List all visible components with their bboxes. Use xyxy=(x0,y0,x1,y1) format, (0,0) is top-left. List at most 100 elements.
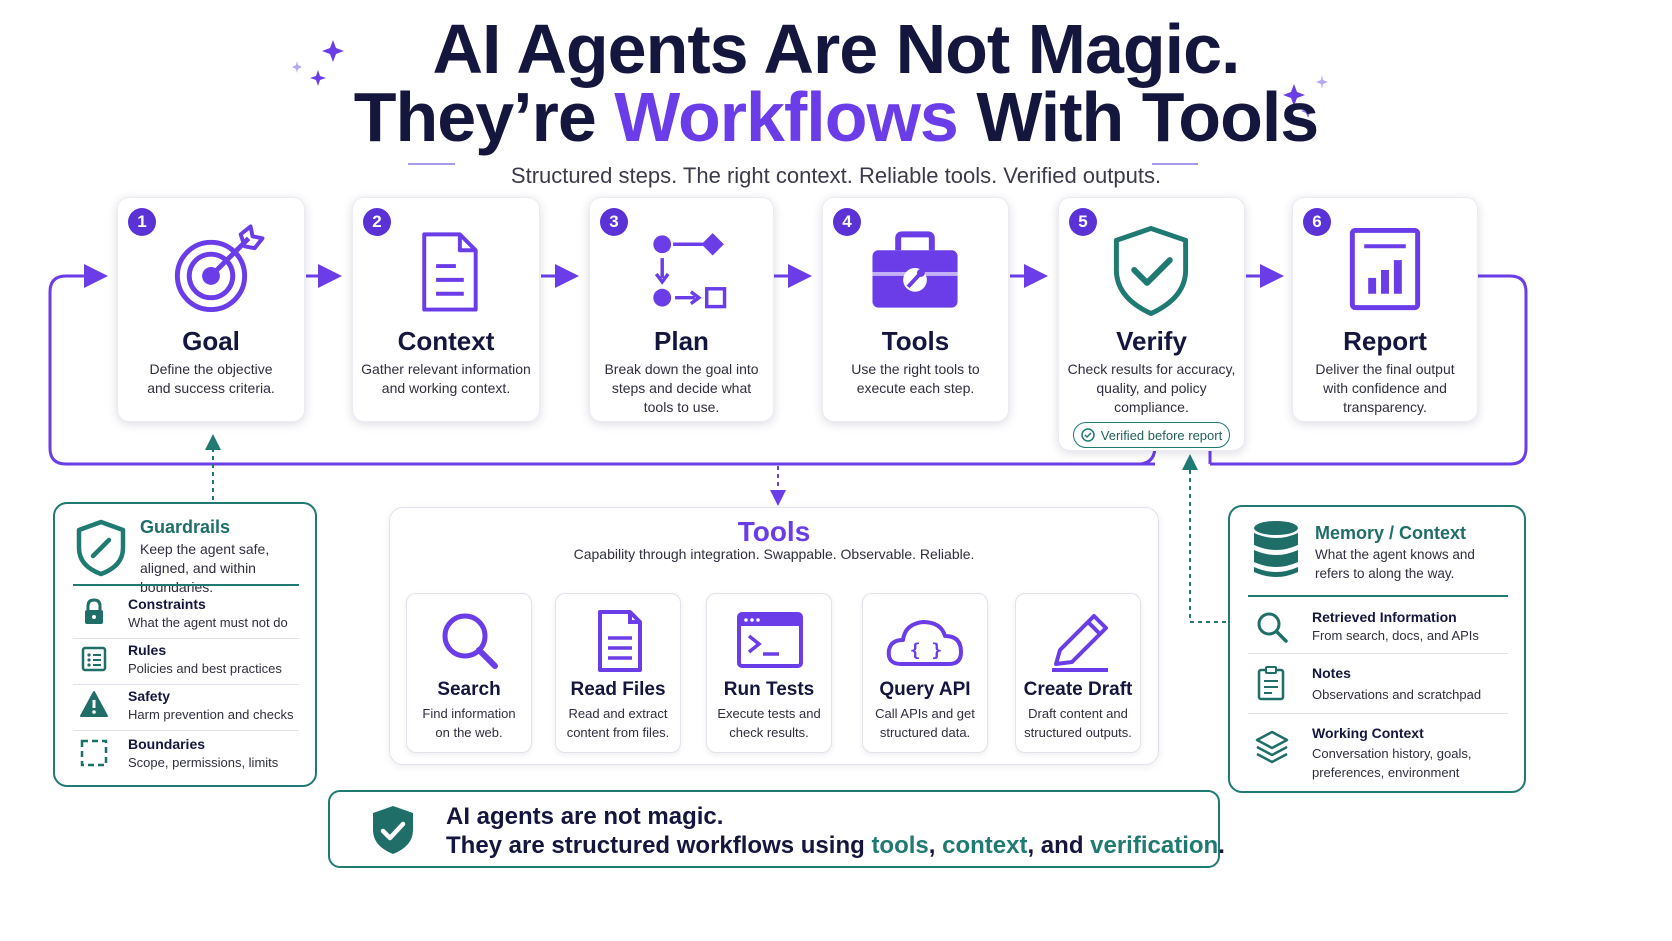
step-title: Plan xyxy=(654,326,709,356)
title-prefix: They’re xyxy=(353,78,615,156)
memory-item-desc: Conversation history, goals, preferences… xyxy=(1312,746,1472,780)
tool-title: Query API xyxy=(879,679,971,700)
step-title: Verify xyxy=(1116,326,1187,356)
pencil-icon xyxy=(1052,614,1108,672)
guardrail-item-title: Safety xyxy=(128,688,171,704)
step-card-plan: 3 Plan Break down the goal into steps an… xyxy=(589,197,774,422)
memory-item-title: Retrieved Information xyxy=(1312,609,1457,625)
tools-panel-subtitle: Capability through integration. Swappabl… xyxy=(573,546,975,562)
search-icon xyxy=(442,613,498,669)
step-title: Context xyxy=(397,326,495,356)
check-circle-icon xyxy=(1081,428,1095,442)
tool-desc: Call APIs and get structured data. xyxy=(875,706,975,740)
guardrail-item-title: Boundaries xyxy=(128,736,206,752)
memory-item-notes: Notes Observations and scratchpad xyxy=(1230,663,1520,707)
step-title: Tools xyxy=(881,326,950,356)
terminal-icon xyxy=(737,612,803,668)
step-number: 6 xyxy=(1303,208,1331,236)
memory-item-desc: Observations and scratchpad xyxy=(1312,687,1482,702)
tools-panel-title: Tools xyxy=(737,516,811,547)
step-desc: Gather relevant information and working … xyxy=(361,361,531,396)
footer-word-tools: tools xyxy=(871,832,929,859)
target-icon xyxy=(174,224,265,313)
footer-line-2: They are structured workflows using tool… xyxy=(446,832,1225,860)
tool-title: Search xyxy=(437,679,501,700)
cloud-api-icon: { } xyxy=(886,620,963,666)
step-number: 3 xyxy=(600,208,628,236)
step-desc: Check results for accuracy, quality, and… xyxy=(1067,361,1236,415)
footer-end: . xyxy=(1218,832,1225,859)
step-card-report: 6 Report Deliver the final output with c… xyxy=(1292,197,1478,422)
shield-slash-icon xyxy=(76,519,126,577)
footer-banner: AI agents are not magic. They are struct… xyxy=(328,790,1225,868)
tool-desc: Execute tests and check results. xyxy=(717,706,821,740)
step-desc: Break down the goal into steps and decid… xyxy=(604,361,759,415)
document-icon xyxy=(422,232,478,312)
title-accent-word: Workflows xyxy=(614,78,959,156)
lock-icon xyxy=(85,598,103,624)
shield-check-icon xyxy=(1113,225,1189,317)
tool-card-run-tests[interactable]: Run Tests Execute tests and check result… xyxy=(706,593,832,753)
tool-card-create-draft[interactable]: Create Draft Draft content and structure… xyxy=(1015,593,1141,753)
footer-word-verification: verification xyxy=(1090,832,1219,859)
page-subtitle: Structured steps. The right context. Rel… xyxy=(510,163,1162,188)
tool-desc: Find information on the web. xyxy=(422,706,516,740)
guardrails-desc: Keep the agent safe, aligned, and within… xyxy=(140,541,270,595)
guardrail-item-desc: Policies and best practices xyxy=(128,661,282,676)
step-number: 4 xyxy=(833,208,861,236)
tool-title: Read Files xyxy=(570,679,666,700)
step-number: 1 xyxy=(128,208,156,236)
step-number: 5 xyxy=(1069,208,1097,236)
page-title-line-1: AI Agents Are Not Magic. xyxy=(432,10,1240,88)
file-icon xyxy=(598,610,642,672)
checklist-icon xyxy=(81,646,107,672)
footer-line-1: AI agents are not magic. xyxy=(446,803,724,830)
memory-title: Memory / Context xyxy=(1315,523,1467,543)
tool-desc: Read and extract content from files. xyxy=(566,706,670,740)
dashed-frame-icon xyxy=(80,739,108,767)
tool-card-query-api[interactable]: { } Query API Call APIs and get structur… xyxy=(862,593,988,753)
memory-item-title: Notes xyxy=(1312,665,1351,681)
tool-card-read-files[interactable]: Read Files Read and extract content from… xyxy=(555,593,681,753)
shield-check-icon xyxy=(373,806,413,854)
svg-text:{ }: { } xyxy=(910,640,943,661)
guardrail-item-desc: Scope, permissions, limits xyxy=(128,755,279,770)
magnifier-icon xyxy=(1257,612,1288,643)
memory-item-desc: From search, docs, and APIs xyxy=(1312,628,1479,643)
step-number: 2 xyxy=(363,208,391,236)
guardrails-title: Guardrails xyxy=(140,517,231,537)
warning-icon xyxy=(80,691,108,717)
footer-prefix: They are structured workflows using xyxy=(446,832,872,859)
step-title: Goal xyxy=(182,326,240,356)
tool-card-search[interactable]: Search Find information on the web. xyxy=(406,593,532,753)
verified-badge: Verified before report xyxy=(1073,422,1230,448)
step-card-tools: 4 Tools Use the right tools to execute e… xyxy=(822,197,1009,422)
verified-badge-label: Verified before report xyxy=(1100,427,1223,443)
guardrail-item-rules: Rules Policies and best practices xyxy=(55,642,315,682)
footer-sep-2: , and xyxy=(1027,832,1091,859)
notes-icon xyxy=(1257,666,1285,701)
toolbox-icon xyxy=(872,231,958,308)
guardrail-item-safety: Safety Harm prevention and checks xyxy=(55,688,315,728)
step-card-context: 2 Context Gather relevant information an… xyxy=(352,197,540,422)
guardrail-item-title: Constraints xyxy=(128,596,206,612)
memory-item-title: Working Context xyxy=(1312,725,1424,741)
memory-panel: Memory / Context What the agent knows an… xyxy=(1228,505,1526,793)
flow-plan-icon xyxy=(653,233,727,309)
step-desc: Deliver the final output with confidence… xyxy=(1315,361,1455,415)
step-desc: Use the right tools to execute each step… xyxy=(851,361,980,396)
guardrail-item-desc: What the agent must not do xyxy=(128,615,288,630)
guardrails-panel: Guardrails Keep the agent safe, aligned,… xyxy=(53,502,317,787)
step-desc: Define the objective and success criteri… xyxy=(147,361,275,396)
footer-sep-1: , xyxy=(928,832,943,859)
step-title: Report xyxy=(1343,326,1427,356)
step-card-goal: 1 Goal Define the objective and success … xyxy=(117,197,305,422)
memory-desc: What the agent knows and refers to along… xyxy=(1315,547,1475,581)
report-chart-icon xyxy=(1349,227,1421,311)
tool-title: Run Tests xyxy=(723,679,815,700)
memory-item-working-context: Working Context Conversation history, go… xyxy=(1230,723,1520,785)
guardrail-item-title: Rules xyxy=(128,642,167,658)
page-title-line-2: They’re Workflows With Tools xyxy=(0,82,1672,152)
tool-title: Create Draft xyxy=(1023,679,1133,700)
database-icon xyxy=(1254,521,1298,577)
